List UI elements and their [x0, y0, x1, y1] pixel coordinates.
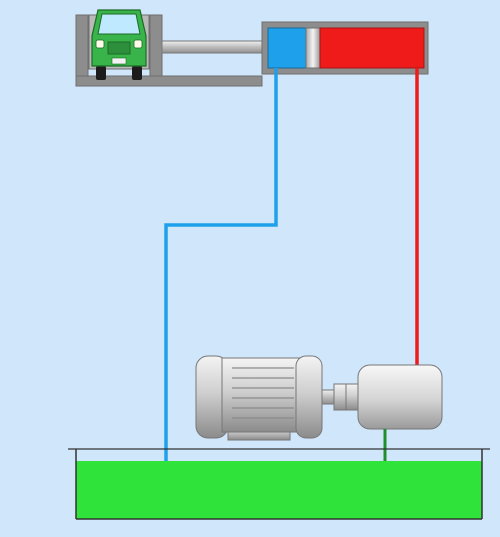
car-left-tire	[96, 66, 106, 80]
shaft-coupling-right	[345, 383, 359, 411]
car-right-tire	[132, 66, 142, 80]
motor-body	[221, 357, 301, 433]
electric-motor	[195, 355, 359, 441]
lift-frame-right-post	[149, 14, 163, 86]
car-license-plate	[111, 57, 127, 65]
hydraulic-pump	[357, 364, 443, 430]
pump-body	[357, 364, 443, 430]
cylinder-blue-chamber	[267, 27, 307, 69]
green-car	[91, 9, 147, 80]
shaft-coupling-left	[333, 383, 347, 411]
lift-frame-base-rail	[75, 75, 263, 87]
piston-head	[305, 27, 321, 69]
lift-frame-left-post	[75, 14, 89, 86]
piston-rod	[161, 40, 263, 54]
hydraulic-cylinder	[161, 21, 429, 75]
cylinder-red-chamber	[319, 27, 425, 69]
car-windshield	[97, 13, 141, 35]
car-left-headlight	[95, 39, 105, 49]
blue-return-line	[164, 68, 278, 504]
car-right-headlight	[133, 39, 143, 49]
fluid-tank	[68, 448, 490, 520]
tank-fluid	[76, 461, 482, 519]
motor-front-endcap	[295, 355, 323, 439]
car-grille	[107, 41, 131, 55]
